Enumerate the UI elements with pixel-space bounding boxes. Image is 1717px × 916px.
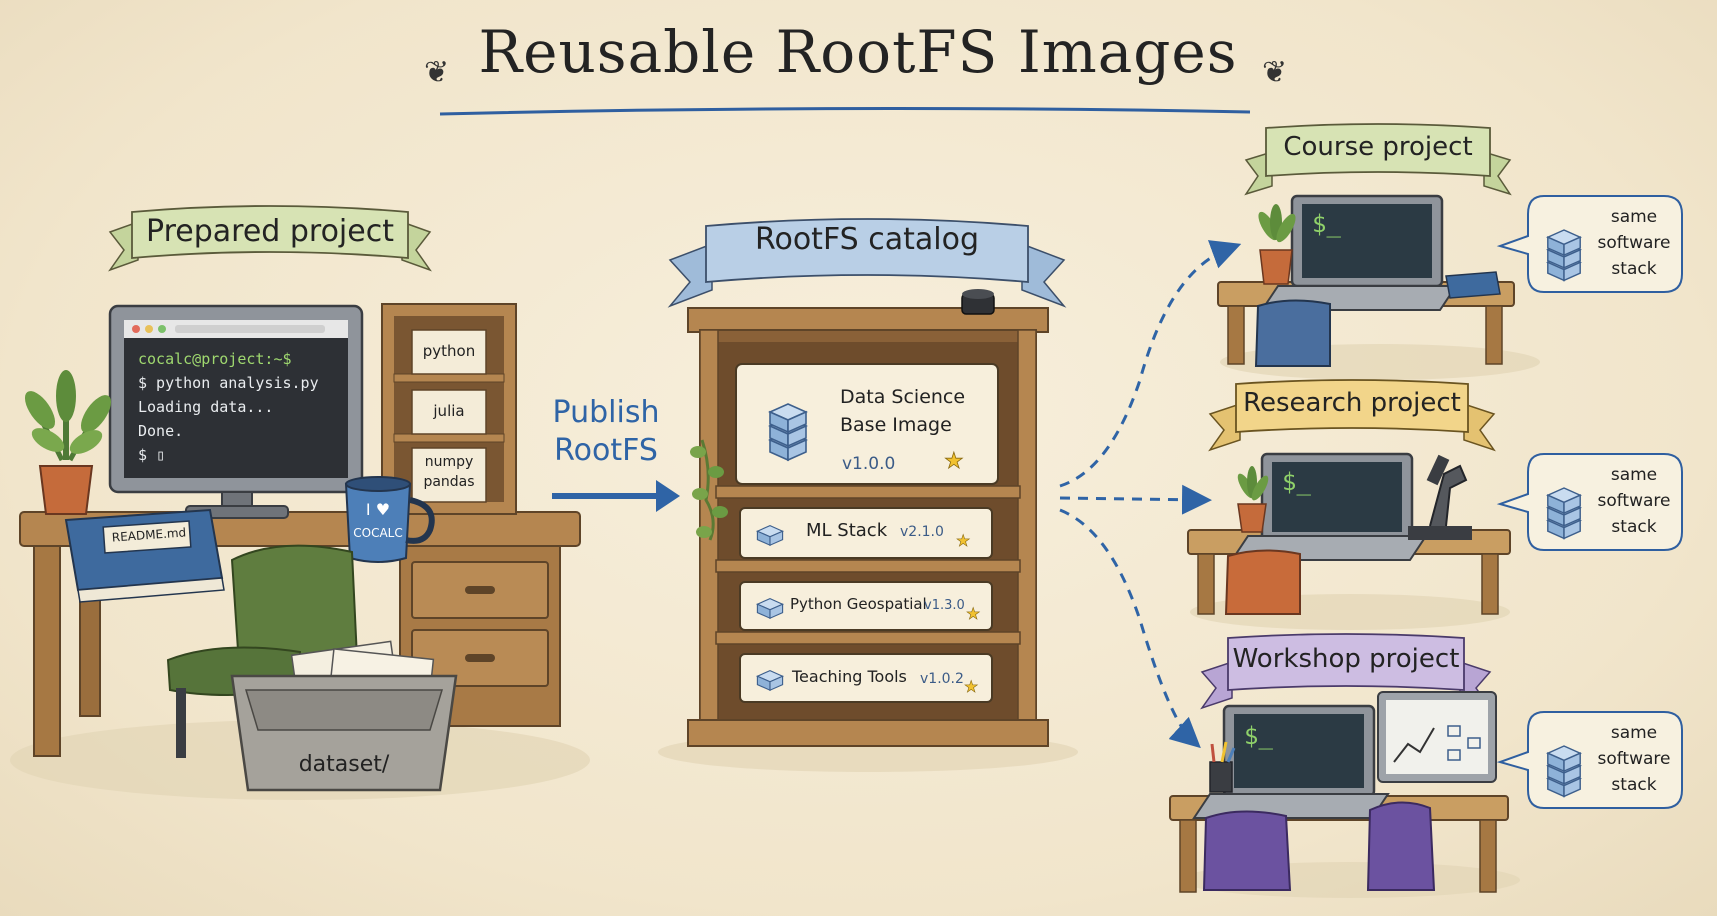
image-name-data-science-2: Base Image <box>840 414 952 436</box>
course-bubble <box>1496 195 1683 293</box>
star-icon: ★ <box>944 449 964 474</box>
jar-numpy: numpy <box>424 454 474 470</box>
image-card-python-geospatial[interactable]: ★ <box>739 581 993 631</box>
star-icon: ★ <box>966 604 980 623</box>
jar-pandas: pandas <box>423 474 475 490</box>
catalog-ribbon-shape <box>667 218 1067 308</box>
star-icon: ★ <box>964 677 978 696</box>
dataset-label: dataset/ <box>298 752 390 777</box>
title-ornament-left: ❦ <box>424 55 449 90</box>
image-card-ml-stack[interactable]: ★ <box>739 507 993 559</box>
image-version-data-science: v1.0.0 <box>842 454 896 474</box>
mug-text-bottom: COCALC <box>353 526 403 540</box>
image-card-teaching-tools[interactable]: ★ <box>739 653 993 703</box>
course-desk-scene <box>1217 194 1540 380</box>
potted-plant <box>24 370 112 515</box>
image-version-teaching-tools: v1.0.2 <box>920 671 964 687</box>
research-ribbon-label: Research project <box>1243 388 1461 418</box>
research-bubble-line-2: software <box>1597 491 1671 511</box>
course-bubble-line-2: software <box>1597 233 1671 253</box>
star-icon: ★ <box>956 531 970 550</box>
workshop-bubble-line-3: stack <box>1611 775 1657 795</box>
publish-label-1: Publish <box>552 395 660 430</box>
terminal-line-5: $ ▯ <box>138 446 166 464</box>
terminal-line-4: Done. <box>138 422 184 440</box>
page-title: Reusable RootFS Images <box>478 18 1238 86</box>
course-bubble-line-3: stack <box>1611 259 1657 279</box>
course-bubble-line-1: same <box>1610 207 1658 227</box>
image-card-data-science[interactable]: ★ <box>735 363 999 485</box>
workshop-desk-scene <box>1169 691 1520 898</box>
prepared-ribbon-shape <box>108 205 432 272</box>
terminal-line-2: $ python analysis.py <box>138 374 319 392</box>
image-name-python-geospatial: Python Geospatial <box>790 595 927 613</box>
research-bubble-line-3: stack <box>1611 517 1657 537</box>
research-terminal-prompt: $_ <box>1282 468 1311 496</box>
workshop-ribbon-shape <box>1200 633 1492 710</box>
image-name-ml-stack: ML Stack <box>806 520 888 541</box>
terminal-line-1: cocalc@project:~$ <box>138 350 292 368</box>
workshop-bubble-line-2: software <box>1597 749 1671 769</box>
prepared-ribbon-label: Prepared project <box>146 214 394 249</box>
workshop-bubble-line-1: same <box>1610 723 1658 743</box>
research-desk-scene <box>1187 452 1511 630</box>
readme-book <box>64 508 225 603</box>
course-ribbon-label: Course project <box>1283 132 1473 162</box>
mug-text-top: I ♥ <box>365 500 391 519</box>
terminal-line-3: Loading data... <box>138 398 274 416</box>
dataset-box <box>230 640 458 792</box>
image-name-teaching-tools: Teaching Tools <box>792 667 907 686</box>
research-ribbon-shape <box>1208 379 1496 452</box>
publish-label-2: RootFS <box>554 433 658 468</box>
desk-chair <box>166 544 360 758</box>
workshop-terminal-prompt: $_ <box>1244 722 1273 750</box>
distribution-arrows <box>1059 240 1242 749</box>
cocalc-mug <box>344 476 435 563</box>
jar-julia: julia <box>433 402 465 420</box>
workshop-bubble <box>1496 711 1683 809</box>
catalog-ribbon-label: RootFS catalog <box>754 222 980 257</box>
research-bubble <box>1496 453 1683 551</box>
monitor <box>108 304 364 519</box>
course-terminal-prompt: $_ <box>1312 210 1341 238</box>
jar-python: python <box>422 342 476 360</box>
title-ornament-right: ❦ <box>1262 55 1287 90</box>
workshop-ribbon-label: Workshop project <box>1232 644 1460 674</box>
title-underline <box>439 106 1251 116</box>
ivy-vine <box>690 439 728 541</box>
publish-arrow-head <box>656 480 680 512</box>
image-version-ml-stack: v2.1.0 <box>900 524 944 540</box>
course-ribbon-shape <box>1244 123 1512 196</box>
research-bubble-line-1: same <box>1610 465 1658 485</box>
image-name-data-science-1: Data Science <box>840 386 966 408</box>
image-version-python-geospatial: v1.3.0 <box>924 598 965 613</box>
